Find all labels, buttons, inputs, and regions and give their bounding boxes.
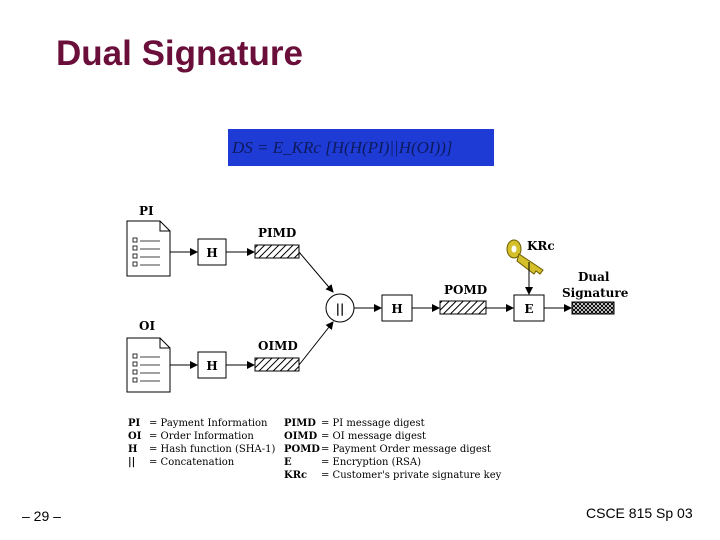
svg-text:= Order Information: = Order Information xyxy=(149,431,254,442)
svg-text:KRc: KRc xyxy=(284,470,307,481)
svg-text:= Payment Information: = Payment Information xyxy=(149,418,268,429)
svg-text:H: H xyxy=(206,246,217,260)
pimd-label: PIMD xyxy=(258,226,296,240)
svg-text:||: || xyxy=(336,302,345,316)
pimd-block xyxy=(254,244,300,259)
svg-text:POMD: POMD xyxy=(284,444,320,455)
svg-text:E: E xyxy=(284,457,292,468)
pimd-to-concat-arrow xyxy=(298,251,334,293)
course-label: CSCE 815 Sp 03 xyxy=(586,505,693,521)
dual-signature-formula: DS = E_KRc [H(H(PI)||H(OI))] xyxy=(228,129,494,166)
oimd-block xyxy=(254,357,300,372)
slide-number: – 29 – xyxy=(22,508,61,524)
oimd-to-concat-arrow xyxy=(298,321,334,366)
pomd-label: POMD xyxy=(444,283,487,297)
svg-text:PIMD: PIMD xyxy=(284,418,316,429)
key-label: KRc xyxy=(527,239,555,253)
dual-signature-block xyxy=(571,301,615,315)
pi-hash-box: H xyxy=(197,238,227,266)
oi-hash-box: H xyxy=(197,351,227,379)
svg-text:= Hash function (SHA-1): = Hash function (SHA-1) xyxy=(149,444,275,455)
svg-text:PI: PI xyxy=(128,418,141,429)
slide-title: Dual Signature xyxy=(56,34,303,73)
oimd-label: OIMD xyxy=(258,339,298,353)
legend-right: PIMD = PI message digest OIMD = OI messa… xyxy=(284,418,502,481)
svg-text:= Payment Order message digest: = Payment Order message digest xyxy=(321,444,491,455)
dual-signature-label-line2: Signature xyxy=(562,286,629,300)
svg-text:= Customer's private signature: = Customer's private signature key xyxy=(321,470,502,481)
legend-left: PI = Payment Information OI = Order Info… xyxy=(128,418,275,468)
pi-document-icon xyxy=(126,220,171,277)
oi-label: OI xyxy=(139,319,155,333)
svg-text:= Concatenation: = Concatenation xyxy=(149,457,235,468)
dual-signature-label-line1: Dual xyxy=(578,270,610,284)
svg-text:= Encryption (RSA): = Encryption (RSA) xyxy=(321,457,421,468)
svg-text:E: E xyxy=(524,302,533,316)
svg-text:H: H xyxy=(391,302,402,316)
svg-text:H: H xyxy=(206,359,217,373)
svg-text:OI: OI xyxy=(128,431,142,442)
encrypt-box: E xyxy=(513,294,545,322)
svg-text:||: || xyxy=(128,457,135,468)
private-key-icon xyxy=(506,239,544,275)
pomd-hash-box: H xyxy=(381,294,413,322)
svg-text:= OI message digest: = OI message digest xyxy=(321,431,426,442)
oi-document-icon xyxy=(126,337,171,393)
svg-text:= PI message digest: = PI message digest xyxy=(321,418,425,429)
pi-label: PI xyxy=(139,204,154,218)
svg-text:H: H xyxy=(128,444,137,455)
svg-text:OIMD: OIMD xyxy=(284,431,317,442)
pomd-block xyxy=(439,300,487,315)
concatenation-node: || xyxy=(325,293,355,323)
